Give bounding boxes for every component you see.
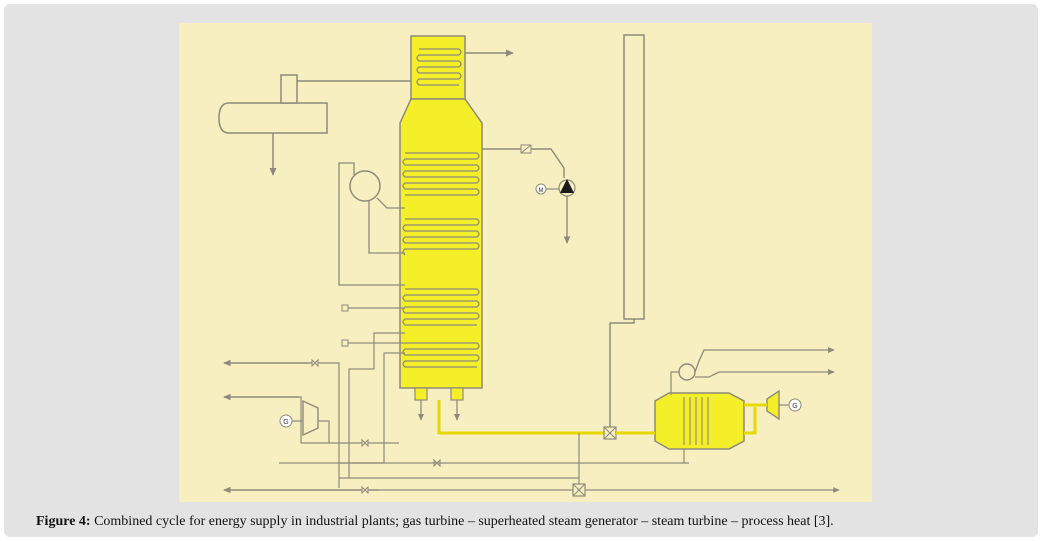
chimney-stack: [623, 34, 645, 320]
generator-symbol-left: G: [283, 419, 288, 426]
steam-turbine-generator: G: [279, 414, 293, 428]
process-diagram: M: [179, 23, 872, 502]
figure-caption: Figure 4: Combined cycle for energy supp…: [36, 514, 1026, 530]
boiler-steam-outlet-1: [694, 346, 835, 373]
left-output-branch-2: [299, 396, 399, 444]
stack-exhaust-line: [609, 319, 635, 428]
hot-gas-damper: [603, 426, 617, 440]
separator-feed: [368, 201, 405, 254]
figure-caption-text: Combined cycle for energy supply in indu…: [94, 514, 834, 529]
left-output-branch: [309, 362, 340, 488]
gas-turbine-generator: G: [788, 398, 802, 412]
process-diagram-svg: M: [179, 23, 872, 502]
generator-symbol-right: G: [792, 403, 797, 410]
figure-panel: M: [4, 4, 1038, 537]
bypass-damper: [572, 483, 586, 497]
gas-turbine: [766, 389, 780, 421]
lp-steam-line: [279, 352, 405, 464]
boiler-steam-outlet-2: [695, 368, 835, 378]
boiler-drum: [678, 363, 696, 381]
check-valve-feedwater: [520, 144, 532, 154]
feedwater-line: [482, 148, 565, 178]
left-valves: [311, 358, 441, 495]
boiler-drum-riser: [670, 371, 679, 395]
separator-drum: [349, 170, 381, 202]
boiler-coils: [683, 397, 709, 445]
separator-downcomer: [376, 197, 405, 209]
feed-pump: [558, 179, 576, 197]
figure-label: Figure 4:: [36, 514, 91, 529]
steam-drum: [218, 74, 328, 134]
hp-steam-line: [348, 332, 405, 478]
steam-turbine: [302, 399, 319, 437]
coil-bank-4: [402, 342, 480, 368]
coil-bank-2: [402, 218, 480, 256]
waste-heat-boiler: [654, 392, 745, 450]
separator-riser: [338, 162, 405, 286]
coil-bank-3: [402, 288, 480, 326]
gas-turbine-feed: [744, 407, 757, 435]
pump-motor: M: [535, 183, 547, 195]
coil-economizer-top: [416, 48, 462, 86]
coil-bank-1: [402, 152, 480, 196]
turbine-exhaust: [318, 420, 330, 443]
motor-symbol: M: [539, 188, 544, 194]
